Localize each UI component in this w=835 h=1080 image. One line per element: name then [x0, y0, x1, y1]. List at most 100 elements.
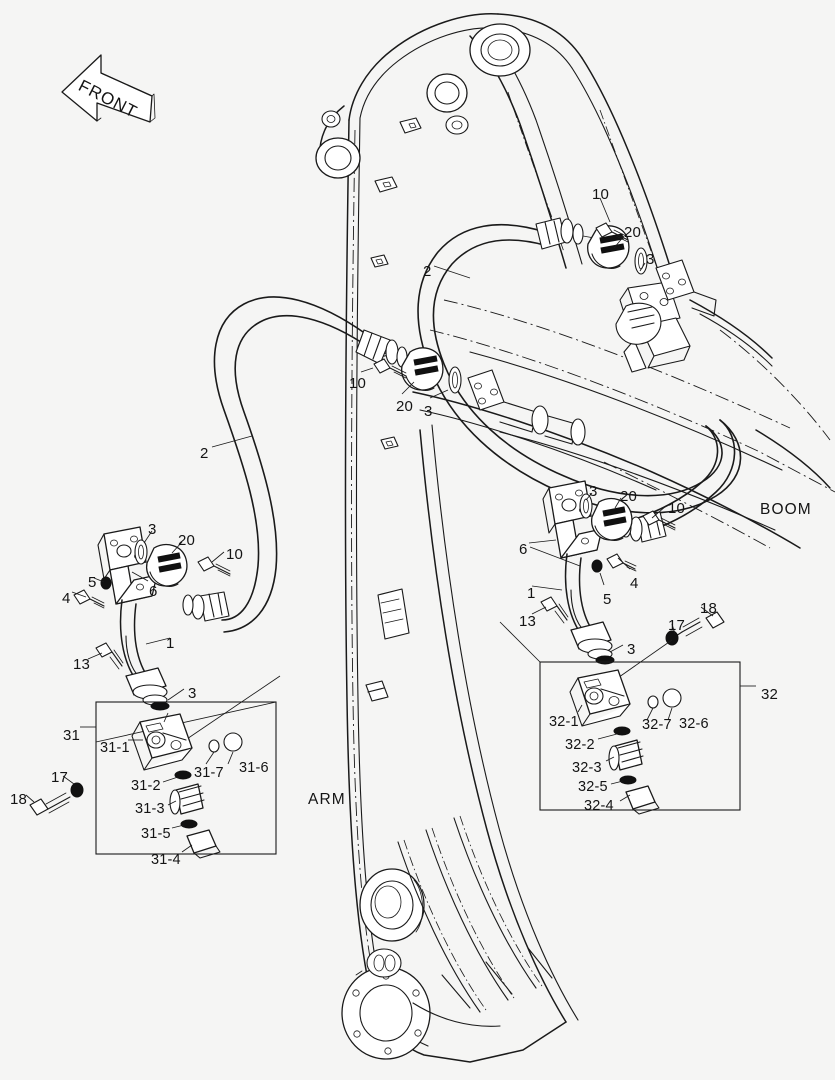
oring-3-left-top: [134, 539, 148, 565]
clamp-20-mid: [401, 347, 444, 391]
oring-3-right-bottom: [595, 655, 615, 665]
callout-c-32-3: 32-3: [572, 760, 602, 776]
part-32-1: [569, 669, 631, 727]
callout-c-17-left: 17: [51, 769, 69, 786]
bolt-18-left: [29, 792, 71, 816]
part-31-5: [180, 819, 198, 829]
callout-c-10-mid: 10: [349, 375, 367, 392]
oring-3-right-top: [579, 493, 593, 519]
callout-c-6-left: 6: [149, 583, 158, 600]
washer-17-left: [70, 782, 84, 798]
callout-c-1-right: 1: [527, 585, 536, 602]
callout-c-20-left: 20: [178, 532, 196, 549]
detail-box-31: [80, 675, 281, 859]
callout-c-17-right: 17: [668, 617, 686, 634]
callout-c-31-6: 31-6: [239, 760, 269, 776]
callout-c-4-right: 4: [630, 575, 639, 592]
bolt-10-left: [197, 556, 231, 577]
callout-c-20-right: 20: [620, 488, 638, 505]
hose-assembly-upper: [417, 217, 742, 543]
arm-pivot-boss-lower: [359, 868, 425, 942]
boom-pivot-eye-mid: [426, 73, 468, 113]
bolt-4-right: [606, 553, 637, 572]
bolt-10-mid: [373, 358, 407, 379]
callout-c-boom: BOOM: [760, 501, 812, 518]
callout-c-13-left: 13: [73, 656, 91, 673]
callout-c-13-right: 13: [519, 613, 537, 630]
callout-c-1-left: 1: [166, 635, 175, 652]
callout-c-31-5: 31-5: [141, 826, 171, 842]
pipe-flange-left: [125, 667, 168, 706]
arm-cylinder-port: [467, 369, 586, 446]
callout-leaders: [25, 197, 714, 803]
oring-3-mid: [448, 366, 462, 394]
callout-c-31: 31: [63, 727, 81, 744]
bracket-plate-left: [97, 526, 147, 580]
fitting-cluster-mid: [373, 347, 586, 446]
front-arrow-icon: [61, 54, 156, 123]
part-32-3: [608, 739, 644, 771]
part-31-1: [131, 713, 193, 771]
detail-box-32: [499, 621, 756, 815]
callout-c-32-1: 32-1: [549, 714, 579, 730]
callout-c-6-right: 6: [519, 541, 528, 558]
callout-c-3-lpipe: 3: [188, 685, 197, 702]
callout-c-31-2: 31-2: [131, 778, 161, 794]
callout-c-10-top: 10: [592, 186, 610, 203]
arm-face-pads: [321, 110, 469, 193]
part-31-2: [174, 770, 192, 780]
clamp-20-right: [591, 498, 633, 541]
callout-c-2-left: 2: [200, 445, 209, 462]
arm-end-flange: [341, 966, 431, 1060]
callout-c-18-right: 18: [700, 600, 718, 617]
part-31-7: [208, 739, 220, 753]
callout-c-32-7: 32-7: [642, 717, 672, 733]
part-32-7: [647, 695, 659, 709]
callout-c-32-5: 32-5: [578, 779, 608, 795]
clamp-20-left: [146, 544, 188, 587]
callout-c-32-4: 32-4: [584, 798, 614, 814]
hose-ferrule-left-lower: [182, 591, 230, 622]
boom-pivot-eye-upper: [469, 23, 531, 77]
callout-c-18-left: 18: [10, 791, 28, 808]
washer-17-right: [665, 630, 679, 646]
bolt-13-left: [95, 642, 124, 670]
callout-c-arm: ARM: [308, 791, 346, 808]
oring-3-left-bottom: [150, 701, 170, 711]
callout-c-2-upper: 2: [423, 263, 432, 280]
part-31-6: [223, 732, 243, 752]
arm-structure: [341, 117, 579, 1063]
hose-assembly-left: [182, 296, 421, 633]
callout-c-10-left: 10: [226, 546, 244, 563]
callout-c-32-2: 32-2: [565, 737, 595, 753]
callout-c-3-right: 3: [589, 483, 598, 500]
callout-c-31-1: 31-1: [100, 740, 130, 756]
callout-c-10-right: 10: [668, 500, 686, 517]
callout-c-31-3: 31-3: [135, 801, 165, 817]
bracket-6-right: [554, 519, 603, 559]
callout-c-20-top: 20: [624, 224, 642, 241]
part-32-5: [619, 775, 637, 785]
hose-ferrule-upper-right: [535, 217, 601, 250]
bolt-10-right: [642, 510, 676, 531]
part-32-6: [662, 688, 682, 708]
callout-c-31-4: 31-4: [151, 852, 181, 868]
arm-pivot-boss-upper: [315, 105, 361, 179]
arm-upper-structure: [315, 13, 679, 702]
bolt-13-right: [540, 596, 569, 624]
part-32-4: [625, 785, 660, 815]
boom-hose-clamp: [615, 302, 662, 345]
washer-5-right: [591, 559, 603, 573]
arm-mid-plate: [377, 588, 410, 640]
callout-c-3-mid: 3: [424, 403, 433, 420]
callout-c-3-top: 3: [646, 251, 655, 268]
pipe-assembly-left: [73, 526, 231, 711]
pipe-assembly-right: [540, 480, 725, 665]
hose-ferrule-left-upper: [355, 329, 421, 368]
callout-c-5-left: 5: [88, 574, 97, 591]
callout-c-20-mid: 20: [396, 398, 414, 415]
callout-c-4-left: 4: [62, 590, 71, 607]
bolt-4-left: [73, 589, 105, 609]
